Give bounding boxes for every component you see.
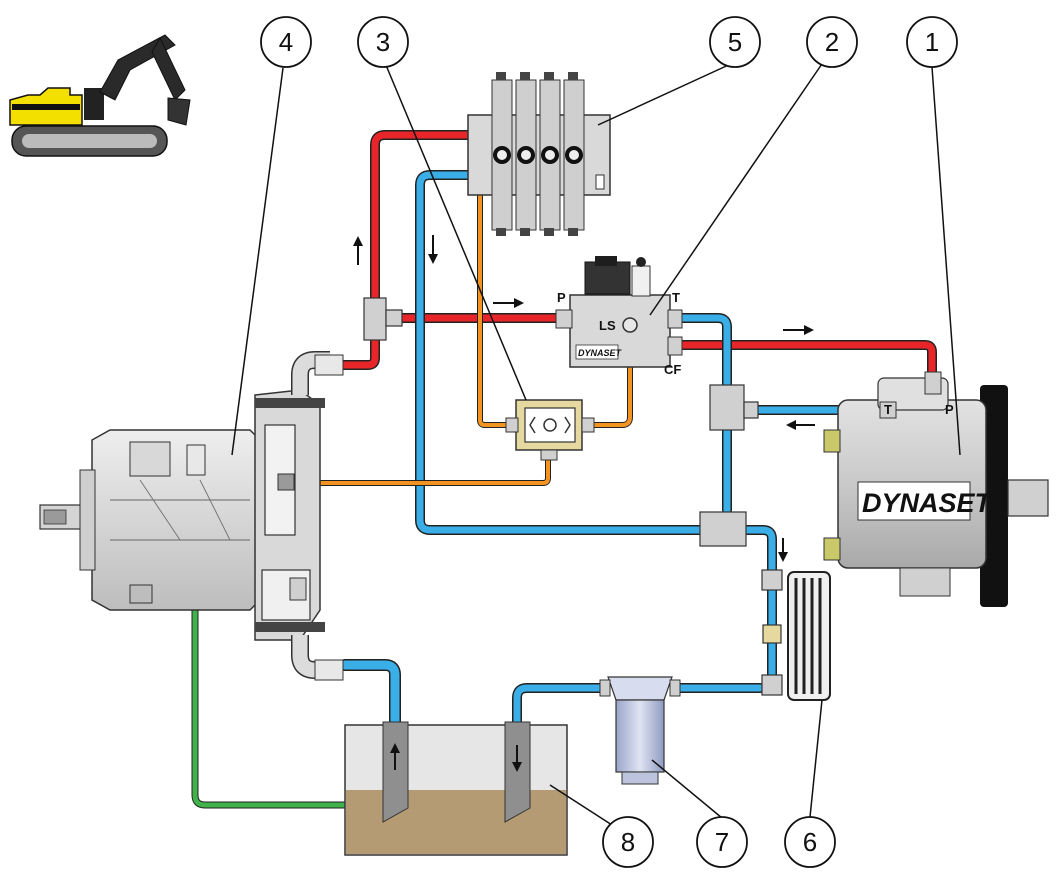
callout-3: 3: [358, 17, 408, 67]
return-pipe: [505, 722, 530, 822]
cooler-check-valve: [763, 625, 781, 643]
dynaset-generator: T P DYNASET: [824, 372, 1048, 607]
callout-7: 7: [697, 817, 747, 867]
suction-pipe: [383, 722, 408, 822]
priority-valve: P T LS CF DYNASET: [556, 256, 682, 377]
arrow-left-icon: [786, 420, 815, 430]
directional-control-valve: [468, 72, 610, 236]
generator-brand-label: DYNASET: [862, 488, 994, 518]
callout-4: 4: [261, 17, 311, 67]
port-label-p: P: [557, 290, 566, 305]
oil-level: [346, 790, 566, 854]
port-label-cf: CF: [664, 362, 681, 377]
return-line-valve-t-to-tee: [678, 318, 727, 390]
shuttle-valve: [506, 400, 594, 460]
oil-tank: [345, 722, 567, 855]
svg-text:8: 8: [621, 827, 635, 857]
svg-text:4: 4: [279, 27, 293, 57]
svg-text:5: 5: [728, 27, 742, 57]
callout-2: 2: [807, 17, 857, 67]
callout-1: 1: [907, 17, 957, 67]
arrow-right-icon: [783, 325, 814, 335]
arrow-right-icon: [493, 298, 524, 308]
arrow-down-icon: [778, 538, 788, 562]
svg-text:2: 2: [825, 27, 839, 57]
pressure-line-valve-to-generator: [678, 345, 932, 375]
svg-text:1: 1: [925, 27, 939, 57]
pump-housing: [92, 430, 260, 610]
callout-5: 5: [710, 17, 760, 67]
generator-port-label-p: P: [945, 402, 954, 417]
excavator-icon: [10, 35, 190, 156]
port-label-ls: LS: [599, 318, 616, 333]
oil-cooler: [788, 572, 830, 700]
valve-brand-label: DYNASET: [578, 348, 623, 358]
arrow-down-icon: [428, 235, 438, 264]
port-label-t: T: [672, 290, 680, 305]
callout-6: 6: [785, 817, 835, 867]
svg-text:6: 6: [803, 827, 817, 857]
callout-8: 8: [603, 817, 653, 867]
arrow-up-icon: [353, 236, 363, 265]
generator-port-label-t: T: [884, 402, 892, 417]
suction-line-tank-to-pump: [345, 665, 395, 730]
svg-text:7: 7: [715, 827, 729, 857]
return-filter: [600, 677, 680, 784]
return-line-tee-to-cooler: [745, 530, 772, 575]
svg-text:3: 3: [376, 27, 390, 57]
